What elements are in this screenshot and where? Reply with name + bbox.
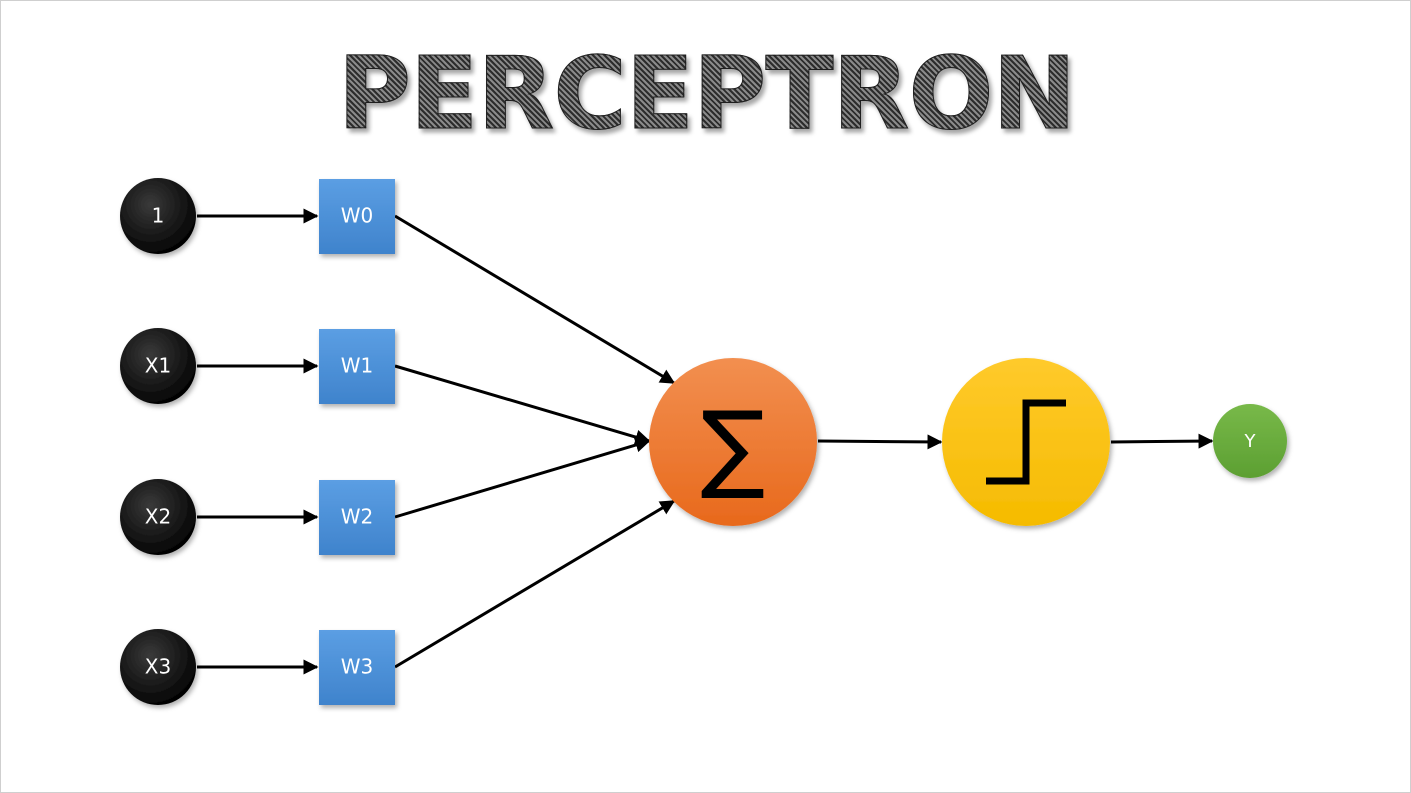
edge-weight-0-to-sum	[394, 214, 676, 385]
edge-sum-to-activation	[817, 434, 943, 450]
edge-weight-1-to-sum	[394, 364, 651, 445]
step-function-icon	[986, 399, 1066, 485]
summation-node: ∑	[649, 358, 817, 526]
weight-box-1: W1	[319, 329, 395, 404]
input-node-2: X2	[120, 479, 196, 555]
output-node-label: Y	[1244, 431, 1257, 452]
input-node-label: 1	[152, 204, 165, 228]
edge-activation-to-output	[1110, 433, 1214, 449]
input-node-label: X3	[145, 655, 171, 679]
output-node: Y	[1213, 404, 1287, 478]
weight-box-label: W0	[341, 204, 374, 228]
edge-weight-2-to-sum	[394, 437, 651, 519]
input-node-label: X1	[145, 354, 171, 378]
weight-box-label: W3	[341, 655, 374, 679]
input-node-1: X1	[120, 328, 196, 404]
input-node-3: X3	[120, 629, 196, 705]
edge-weight-3-to-sum	[394, 499, 676, 669]
input-node-label: X2	[145, 505, 171, 529]
page-title: PERCEPTRON	[1, 38, 1410, 149]
weight-box-0: W0	[319, 179, 395, 254]
weight-box-label: W2	[341, 505, 374, 529]
weight-box-3: W3	[319, 630, 395, 705]
weight-box-2: W2	[319, 480, 395, 555]
weight-box-label: W1	[341, 354, 374, 378]
sigma-icon: ∑	[701, 390, 766, 502]
input-node-0: 1	[120, 178, 196, 254]
